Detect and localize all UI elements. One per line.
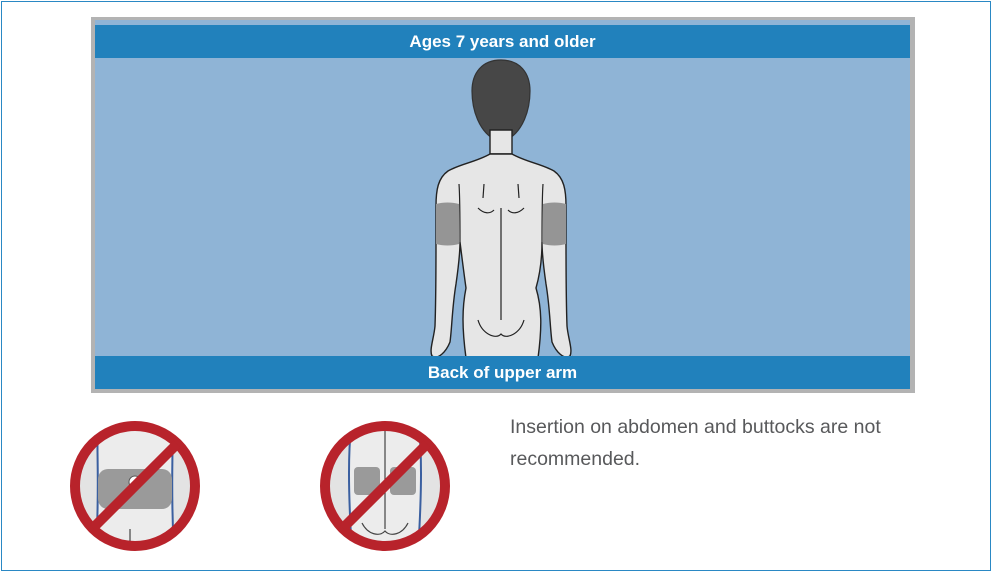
panel-background: Ages 7 years and older Back of — [95, 20, 910, 389]
not-recommended-note: Insertion on abdomen and buttocks are no… — [510, 411, 980, 475]
site-label: Back of upper arm — [95, 356, 910, 389]
no-abdomen-icon — [68, 419, 202, 553]
site-illustration-panel: Ages 7 years and older Back of — [91, 17, 915, 393]
no-buttocks-icon — [318, 419, 452, 553]
person-back-icon — [426, 58, 576, 362]
age-header: Ages 7 years and older — [95, 25, 910, 58]
